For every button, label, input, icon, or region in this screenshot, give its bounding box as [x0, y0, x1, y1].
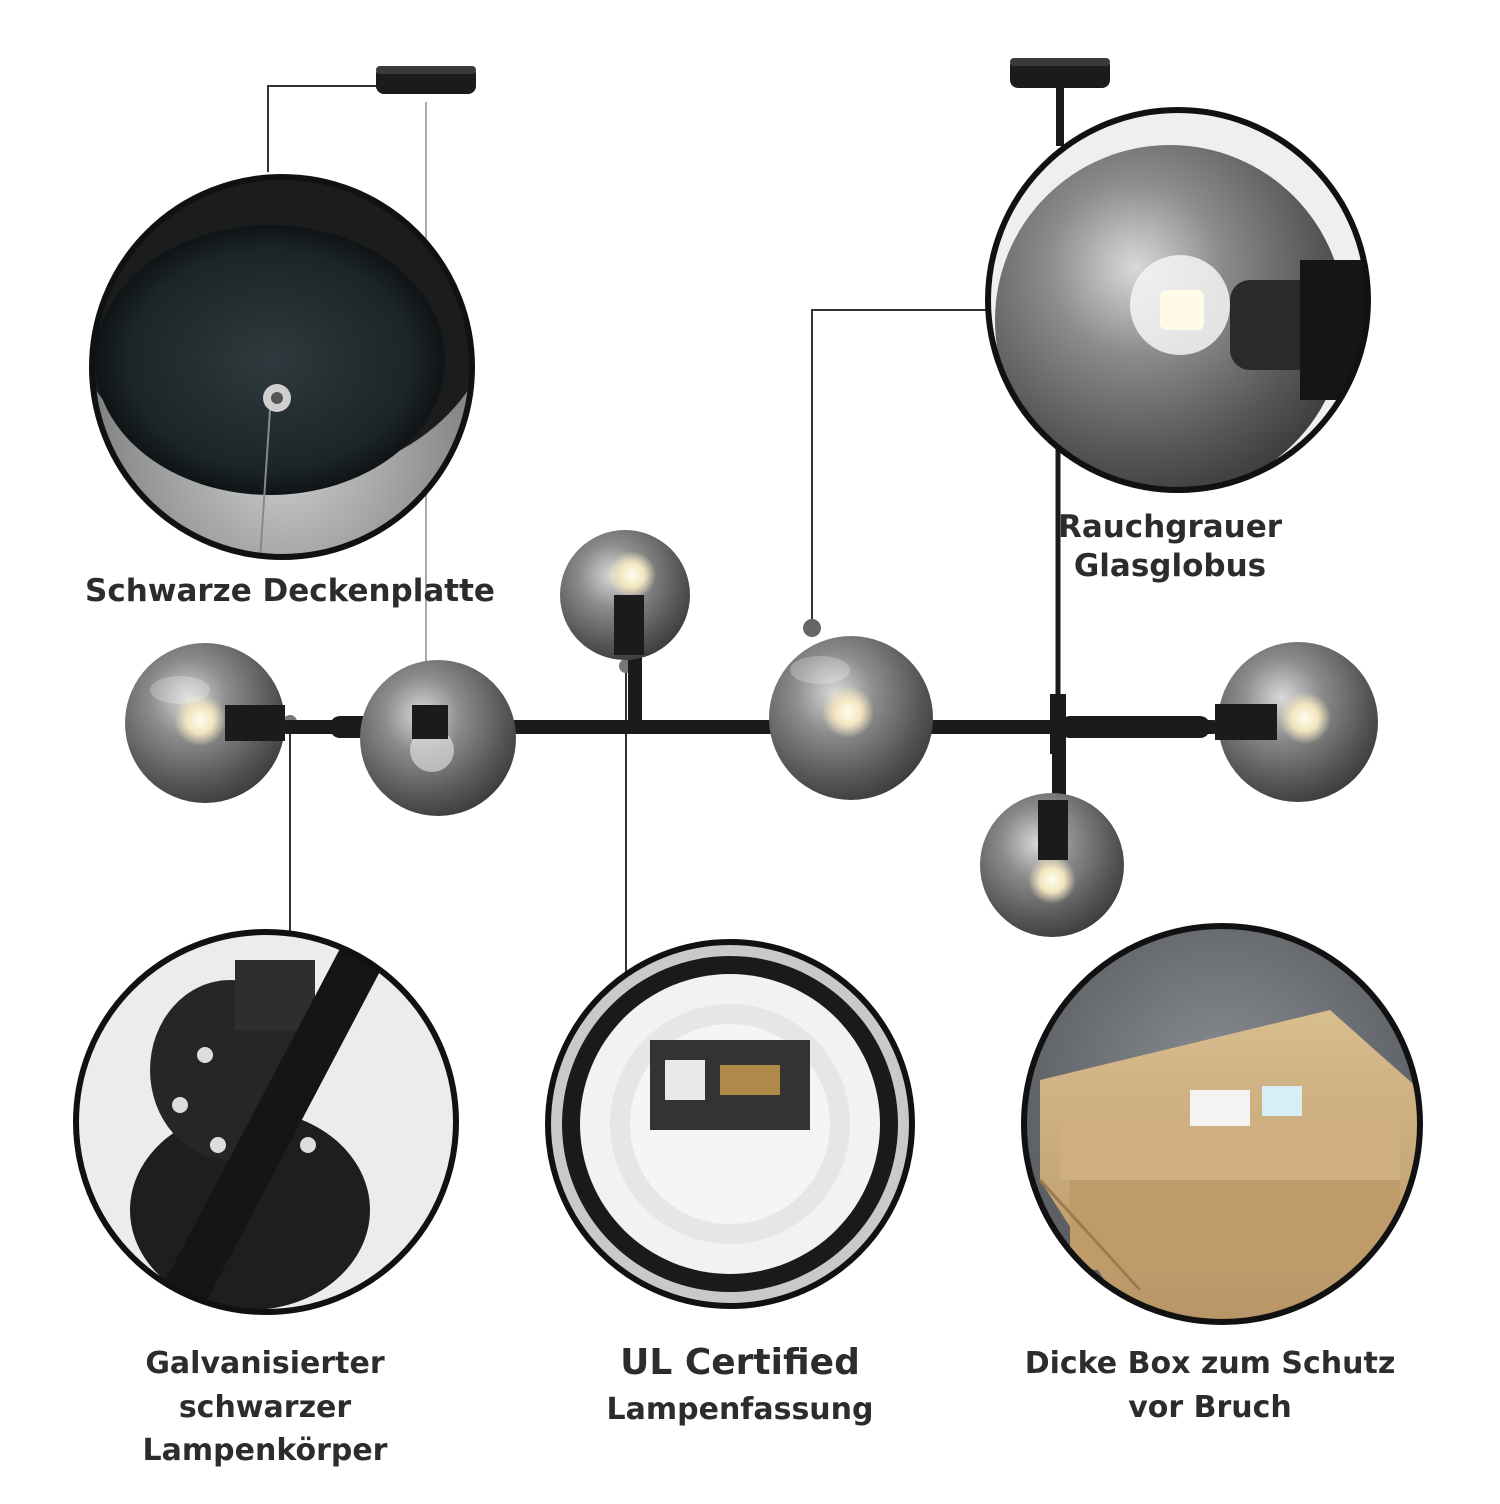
- label-ceiling-plate: Schwarze Deckenplatte: [60, 572, 520, 611]
- ceiling-canopy-left: [376, 66, 476, 94]
- ceiling-canopy-right: [1010, 58, 1110, 146]
- detail-socket: [545, 939, 915, 1309]
- callout-lines: [267, 85, 988, 974]
- globe-1: [125, 643, 285, 803]
- callout-dot-globe: [803, 619, 821, 637]
- label-box-line2: vor Bruch: [1128, 1389, 1292, 1425]
- globe-4: [769, 636, 933, 800]
- label-box-line1: Dicke Box zum Schutz: [1024, 1346, 1396, 1381]
- detail-lamp-body: [73, 929, 459, 1315]
- detail-glass-globe: [985, 107, 1371, 493]
- detail-ceiling-plate: [89, 174, 475, 560]
- label-packaging-box: Dicke Box zum Schutz vor Bruch: [990, 1342, 1430, 1429]
- globe-5: [980, 793, 1124, 937]
- label-socket-line1: UL Certified: [620, 1342, 860, 1383]
- label-glass-globe: Rauchgrauer Glasglobus: [1040, 508, 1300, 586]
- label-glass-globe-line1: Rauchgrauer: [1057, 509, 1283, 545]
- callout-line-globe: [811, 309, 988, 620]
- globe-2: [360, 660, 516, 816]
- globe-6: [1215, 642, 1378, 802]
- label-lamp-body-line3: Lampenkörper: [142, 1433, 388, 1468]
- label-lamp-body: Galvanisierter schwarzer Lampenkörper: [100, 1342, 430, 1473]
- label-ceiling-plate-text: Schwarze Deckenplatte: [85, 573, 495, 609]
- globe-3: [560, 530, 690, 660]
- detail-packaging-box: [1021, 923, 1423, 1325]
- label-lamp-body-line2: schwarzer: [178, 1389, 352, 1425]
- label-socket: UL Certified Lampenfassung: [570, 1340, 910, 1429]
- label-lamp-body-line1: Galvanisierter: [145, 1346, 385, 1381]
- label-socket-line2: Lampenfassung: [606, 1392, 874, 1427]
- callout-line-plate: [267, 85, 378, 172]
- label-glass-globe-line2: Glasglobus: [1073, 547, 1267, 584]
